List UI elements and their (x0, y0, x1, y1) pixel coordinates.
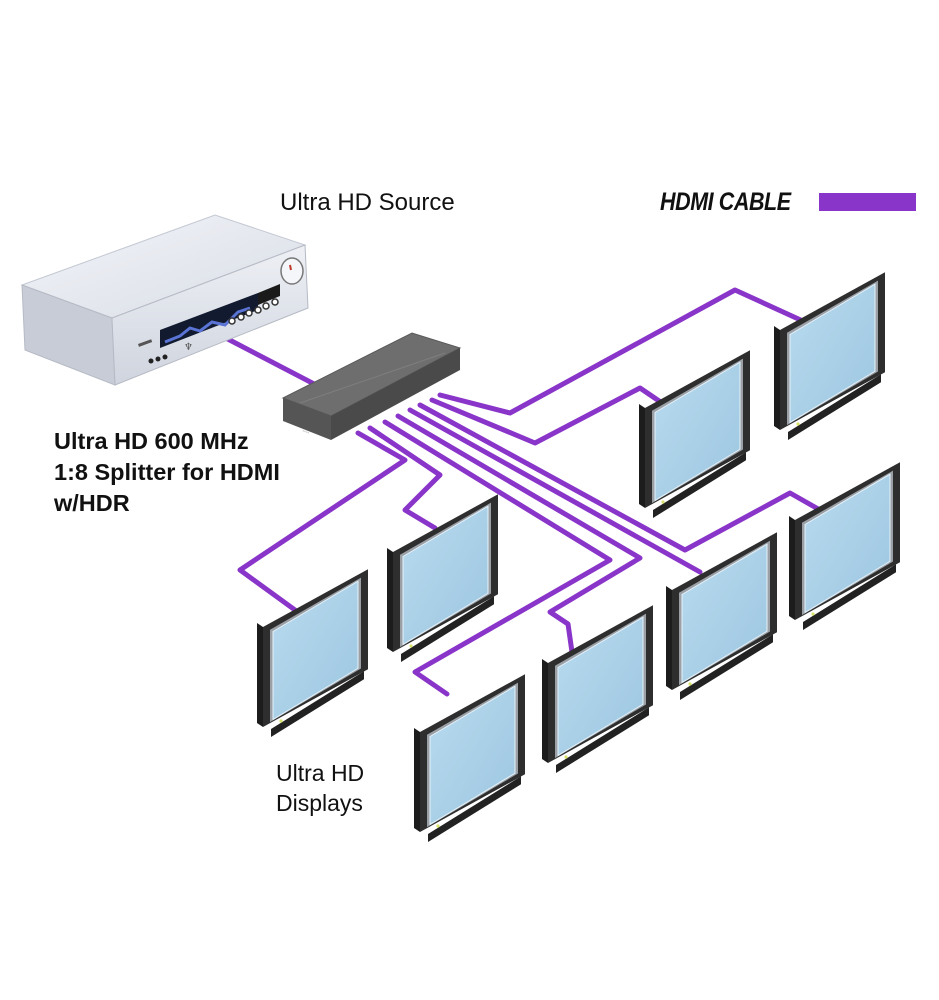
cable-output-3 (417, 402, 823, 553)
display-power-led (688, 682, 692, 686)
displays-label-line-1: Ultra HD (276, 760, 365, 786)
svg-text:♆: ♆ (184, 342, 193, 353)
display-stand (428, 776, 521, 842)
cable-output-7 (367, 425, 443, 531)
display-power-led (661, 500, 665, 504)
source-volume-knob (280, 257, 304, 285)
display-4 (666, 532, 777, 700)
displays-label-line-2: Displays (276, 790, 363, 816)
display-stand (556, 707, 649, 773)
display-bezel-side (774, 326, 780, 430)
display-screen (402, 505, 489, 646)
display-stand (653, 452, 746, 518)
display-stand (788, 374, 881, 440)
display-bezel-side (414, 728, 420, 832)
hdmi-cables (219, 287, 823, 697)
display-bezel-side (639, 404, 645, 508)
display-screen (789, 283, 876, 424)
display-5 (387, 494, 498, 662)
display-screen (272, 580, 359, 721)
ultra-hd-source-device: ♆ (20, 214, 309, 386)
display-bezel-side (666, 586, 672, 690)
source-label: Ultra HD Source (280, 189, 455, 216)
cable-output-6 (382, 419, 613, 697)
splitter-label-line-3: w/HDR (54, 490, 130, 516)
display-bezel-side (387, 548, 393, 652)
display-screen (557, 616, 644, 757)
legend-label: HDMI CABLE (660, 188, 791, 216)
cable-output-4 (407, 407, 703, 575)
cable-output-8 (237, 430, 408, 613)
display-bezel-side (257, 623, 263, 727)
display-2 (639, 350, 750, 518)
display-bezel-side (542, 659, 548, 763)
cable-output-2 (429, 385, 668, 446)
splitter-label: Ultra HD 600 MHz 1:8 Splitter for HDMI w… (54, 426, 280, 519)
hdmi-splitter-device: ▪▪▪▪ (281, 332, 462, 440)
display-stand (271, 671, 364, 737)
display-power-led (436, 824, 440, 828)
display-8 (414, 674, 525, 842)
display-1 (774, 272, 885, 440)
display-stand (803, 564, 896, 630)
cable-source-to-splitter (219, 333, 321, 389)
ultra-hd-displays (257, 272, 900, 842)
display-power-led (796, 422, 800, 426)
cable-output-5 (395, 413, 643, 655)
display-6 (257, 569, 368, 737)
display-7 (542, 605, 653, 773)
display-stand (401, 596, 494, 662)
display-stand (680, 634, 773, 700)
display-screen (654, 361, 741, 502)
display-screen (681, 543, 768, 684)
display-power-led (564, 755, 568, 759)
displays-label: Ultra HD Displays (276, 758, 364, 818)
cable-output-1 (437, 287, 808, 416)
display-3 (789, 462, 900, 630)
display-bezel-side (789, 516, 795, 620)
display-screen (804, 473, 891, 614)
display-power-led (811, 612, 815, 616)
splitter-label-line-2: 1:8 Splitter for HDMI (54, 459, 280, 485)
svg-text:▪▪▪▪: ▪▪▪▪ (301, 428, 310, 436)
display-power-led (279, 719, 283, 723)
display-power-led (409, 644, 413, 648)
source-front-buttons (228, 298, 279, 325)
splitter-label-line-1: Ultra HD 600 MHz (54, 428, 249, 454)
legend-cable-swatch (819, 193, 916, 211)
display-screen (429, 685, 516, 826)
